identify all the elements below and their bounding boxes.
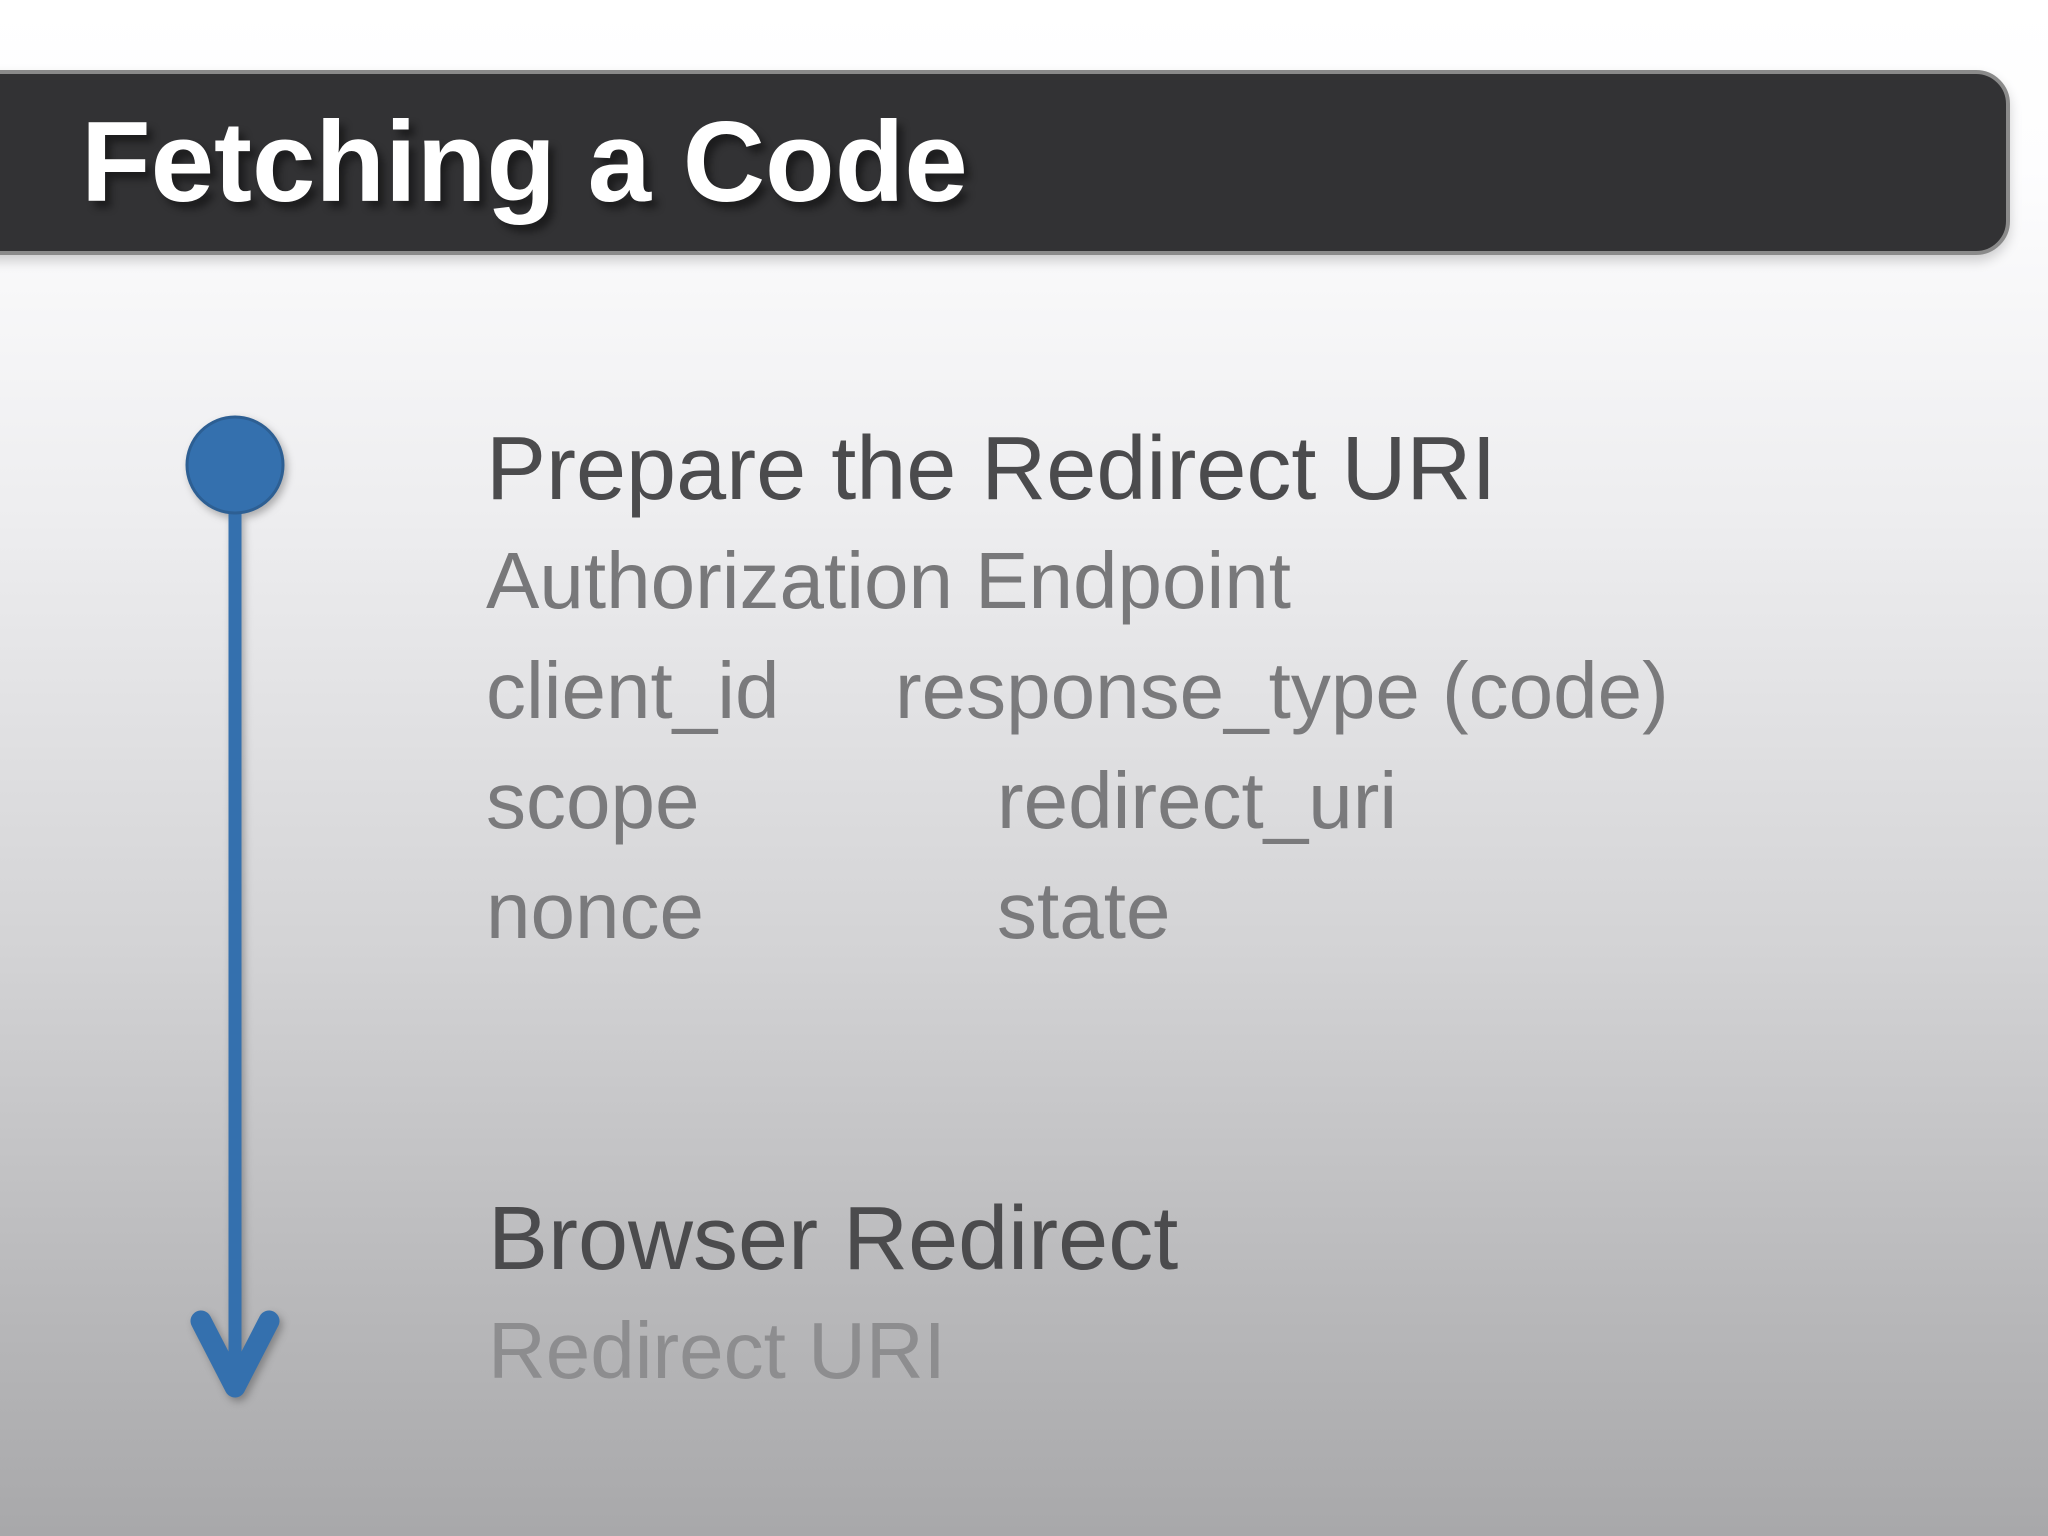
step-heading: Browser Redirect [488, 1189, 1179, 1289]
param-left: client_id [486, 646, 780, 735]
slide-title: Fetching a Code [81, 99, 968, 226]
param-row: client_id response_type (code) [486, 636, 1669, 746]
slide-title-bar: Fetching a Code [0, 70, 2010, 255]
param-left: scope [486, 756, 700, 845]
step-prepare-redirect-uri: Prepare the Redirect URI Authorization E… [486, 412, 1669, 966]
param-right: redirect_uri [997, 756, 1398, 845]
step-browser-redirect: Browser Redirect Redirect URI [488, 1182, 1178, 1406]
param-row: nonce state [486, 856, 1669, 966]
timeline-start-dot [185, 415, 285, 515]
arrowhead-icon [190, 1310, 280, 1398]
param-left: nonce [486, 866, 704, 955]
param-row: scope redirect_uri [486, 746, 1669, 856]
param-right: state [997, 866, 1171, 955]
step-heading: Prepare the Redirect URI [486, 419, 1497, 519]
step-subheading: Redirect URI [488, 1306, 946, 1395]
step-subheading: Authorization Endpoint [486, 536, 1291, 625]
param-right: response_type (code) [895, 646, 1669, 735]
